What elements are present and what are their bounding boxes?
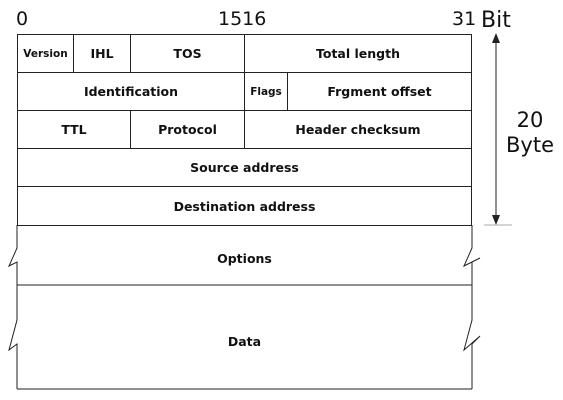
flags-label: Flags: [250, 85, 282, 98]
right-break-edge: [462, 225, 481, 389]
ihl-label: IHL: [90, 46, 114, 61]
flags-field: Flags: [244, 72, 288, 111]
left-break-edge: [7, 225, 18, 389]
version-field: Version: [17, 34, 74, 73]
source-address-field: Source address: [17, 148, 472, 187]
size-indicator-label: 20 Byte: [500, 108, 560, 158]
bit-unit-label: Bit: [481, 8, 511, 33]
fragment-offset-label: Frgment offset: [327, 84, 432, 99]
bit-label-15-16: 1516: [218, 8, 267, 30]
bit-label-0: 0: [16, 8, 29, 30]
size-arrow-head-bottom: [492, 215, 500, 225]
fragment-offset-field: Frgment offset: [287, 72, 472, 111]
total-length-label: Total length: [316, 46, 400, 61]
options-label: Options: [217, 251, 272, 266]
identification-label: Identification: [83, 84, 179, 99]
version-label: Version: [23, 47, 68, 60]
size-value: 20: [516, 108, 544, 132]
protocol-label: Protocol: [158, 122, 217, 137]
header-checksum-label: Header checksum: [295, 122, 421, 137]
bit-label-31: 31: [452, 8, 477, 30]
total-length-field: Total length: [244, 34, 472, 73]
destination-address-label: Destination address: [173, 198, 316, 214]
ttl-label: TTL: [61, 122, 87, 137]
source-address-label: Source address: [190, 160, 299, 175]
destination-address-field: Destination address: [17, 186, 472, 226]
options-field: Options: [17, 251, 472, 266]
size-arrow-head-top: [492, 33, 500, 43]
data-field: Data: [17, 334, 472, 349]
size-unit: Byte: [506, 133, 554, 157]
identification-field: Identification: [17, 72, 245, 111]
tos-label: TOS: [173, 46, 202, 61]
protocol-field: Protocol: [130, 110, 245, 149]
header-checksum-field: Header checksum: [244, 110, 472, 149]
tos-field: TOS: [130, 34, 245, 73]
data-label: Data: [227, 334, 262, 349]
